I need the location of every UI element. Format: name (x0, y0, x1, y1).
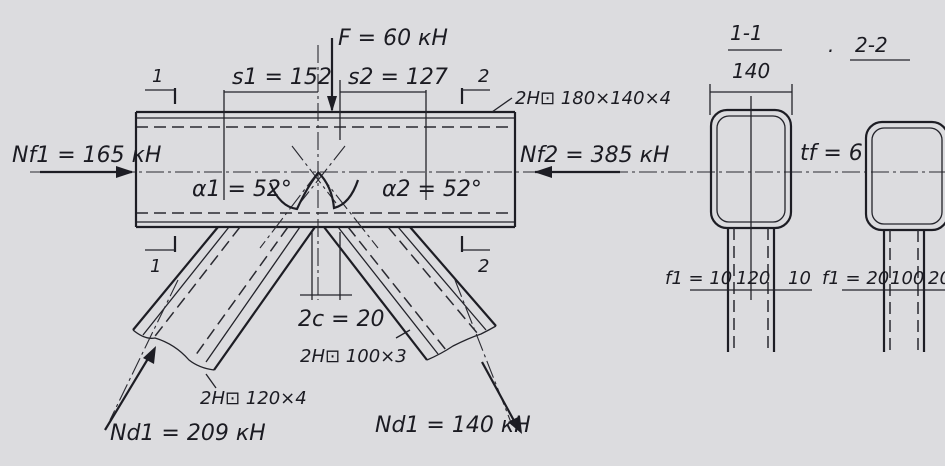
nf1-arrowhead (116, 166, 134, 178)
section-2-title: 2-2 (855, 33, 888, 57)
section-mark-1-bottom: 1 (145, 236, 177, 277)
s2-label: s2 = 127 (348, 65, 448, 90)
section-2-dot: . (828, 33, 834, 57)
section-mark-2-bottom: 2 (460, 236, 490, 277)
brace-axis-cross-1 (299, 145, 346, 204)
alpha1-label: α1 = 52° (192, 177, 292, 202)
section-mark-1-bottom-label: 1 (150, 256, 161, 277)
nf2-arrowhead (534, 166, 552, 178)
section-2-web-label: 100 (890, 268, 924, 289)
right-brace-inner-inner (337, 226, 439, 355)
left-brace-axis (109, 279, 179, 421)
brace2-profile-leader (395, 329, 411, 339)
left-brace (132, 226, 316, 371)
brace1-profile-leader (205, 373, 217, 389)
nd1-right-arrow-shaft (481, 361, 519, 429)
left-brace-hidden-2 (194, 226, 289, 357)
section-1-1: 1-1 140 f1 = 10 120 10 (665, 21, 812, 352)
nd1-left-arrowhead (143, 346, 156, 364)
alpha1-arc (268, 171, 320, 211)
force-f-arrowhead (327, 96, 337, 112)
section-2-tube-outer (864, 120, 945, 232)
left-brace-break-line (132, 329, 215, 371)
section-mark-1-top-label: 1 (152, 66, 163, 87)
section-2-f1-label: f1 = 20 (822, 268, 889, 289)
section-2-tube-inner (871, 127, 943, 225)
alpha2-label: α2 = 52° (382, 177, 482, 202)
right-brace (323, 226, 497, 361)
section-1-f2-label: 10 (788, 268, 811, 289)
section-mark-2-top-label: 2 (478, 66, 489, 87)
chord-profile-label: 2Н⊡ 180×140×4 (515, 88, 671, 109)
left-brace-outer-inner (142, 226, 230, 336)
left-brace-inner-inner (205, 226, 301, 363)
s1-label: s1 = 152 (232, 65, 332, 90)
section-mark-2-top: 2 (460, 66, 490, 104)
nd1-left-arrow-shaft (104, 351, 153, 431)
section-mark-2-bottom-label: 2 (478, 256, 489, 277)
section-1-web-label: 120 (736, 268, 770, 289)
brace2-profile-label: 2Н⊡ 100×3 (300, 346, 407, 367)
alpha2-arc (317, 171, 360, 210)
nf1-label: Nf1 = 165 кН (12, 143, 161, 168)
chord-member (134, 110, 517, 229)
section-1-f1-label: f1 = 10 (665, 268, 732, 289)
nd1-left-label: Nd1 = 209 кН (110, 421, 266, 446)
left-brace-inner-edge (213, 226, 316, 371)
right-brace-inner-edge (323, 226, 428, 361)
right-brace-hidden-1 (347, 226, 447, 351)
gap-label: 2c = 20 (298, 307, 385, 332)
tf-label: tf = 6 (800, 141, 863, 166)
section-2-f2-label: 20 (928, 268, 945, 289)
right-brace-hidden-2 (387, 226, 479, 335)
section-mark-1-top: 1 (145, 66, 177, 104)
section-2-2: 2-2 . f1 = 20 100 20 (822, 33, 945, 352)
nd1-right-label: Nd1 = 140 кН (375, 413, 531, 438)
nf2-label: Nf2 = 385 кН (520, 143, 669, 168)
right-brace-outer-edge (409, 226, 497, 327)
force-f-label: F = 60 кН (338, 26, 448, 51)
right-brace-break-line (426, 325, 497, 361)
brace-axis-cross-2 (291, 145, 337, 204)
right-brace-outer-inner (397, 226, 487, 331)
left-brace-outer-edge (132, 226, 219, 331)
chord-profile-leader (491, 97, 513, 113)
nd1-right-arrowhead (508, 416, 522, 434)
left-brace-axis-in-chord (259, 171, 319, 249)
section-1-title: 1-1 (730, 21, 763, 45)
left-brace-hidden-1 (151, 226, 241, 341)
brace1-profile-label: 2Н⊡ 120×4 (200, 388, 307, 409)
section-1-width-label: 140 (732, 59, 770, 83)
